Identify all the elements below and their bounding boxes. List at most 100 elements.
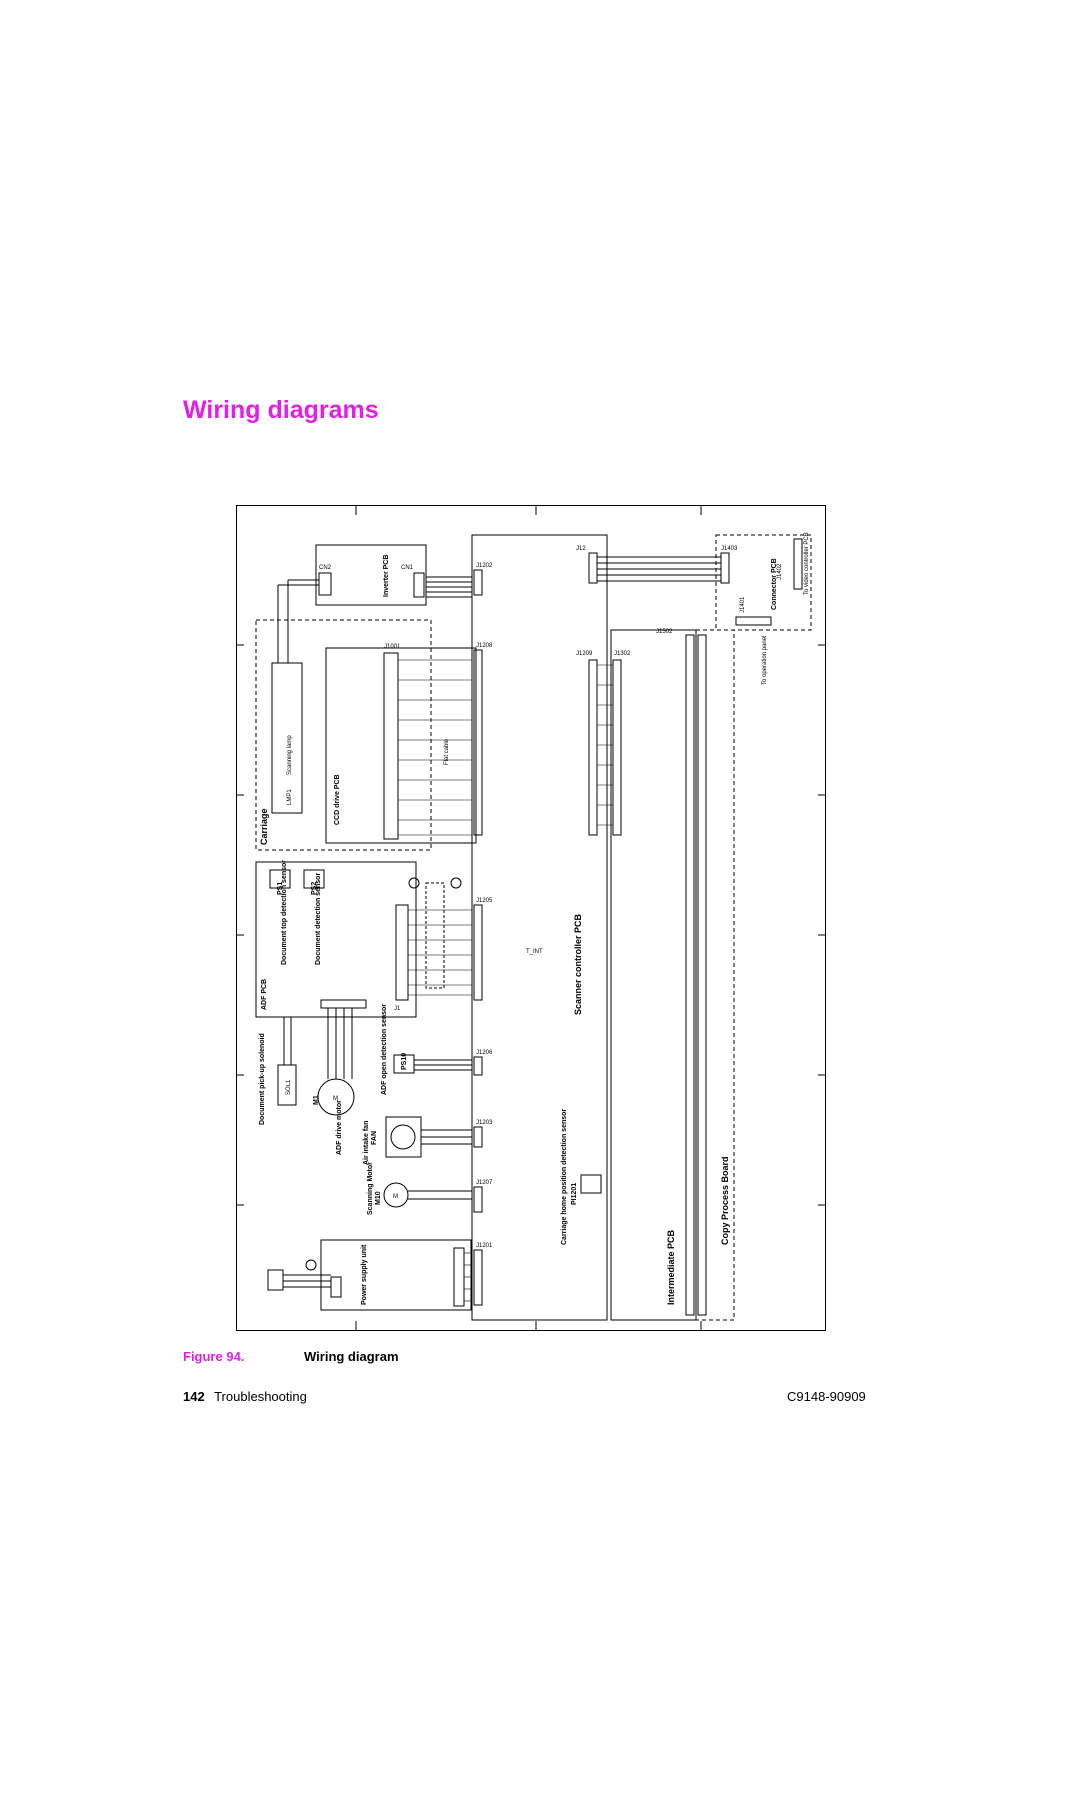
copy-board-connector (697, 634, 707, 1316)
j1201-label: J1201 (476, 1243, 493, 1249)
power-supply-box (320, 1239, 472, 1311)
j1208-label: J1208 (476, 643, 493, 649)
sol1-label: SOL1 (286, 1079, 292, 1095)
inverter-pcb-box (315, 544, 427, 606)
j1208-connector (473, 649, 483, 836)
scanning-lamp-box (271, 662, 303, 814)
ps1-sensor (269, 869, 291, 889)
j1209-label: J1209 (576, 651, 593, 657)
document-code: C9148-90909 (787, 1389, 866, 1404)
page-title: Wiring diagrams (183, 396, 379, 424)
m10-motor-letter: M (393, 1194, 398, 1200)
lmp1-label: LMP1 (287, 789, 293, 805)
cn1-connector (413, 572, 425, 598)
m1-motor-letter: M (333, 1096, 338, 1102)
intermediate-pcb-label: Intermediate PCB (666, 1229, 676, 1305)
carriage-label: Carriage (259, 808, 269, 845)
adf-pcb-label: ADF PCB (261, 979, 268, 1010)
figure-caption: Figure 94. Wiring diagram (183, 1349, 399, 1364)
j1001-label: J1001 (384, 644, 401, 650)
to-operation-panel-label: To operation panel (762, 636, 768, 685)
inlet-connector (267, 1269, 284, 1291)
power-supply-label: Power supply unit (361, 1244, 368, 1305)
intermediate-pcb-box (610, 629, 697, 1321)
j1-label: J1 (394, 1006, 401, 1012)
home-position-sensor-label: Carriage home position detection sensor (561, 1109, 568, 1245)
j1202-label: J1202 (476, 563, 493, 569)
j1205-connector (473, 904, 483, 1001)
wiring-diagram: D C B A 1 2 3 4 5 6 Inverter PCB CCD dri… (236, 505, 826, 1331)
carriage-area (255, 619, 432, 851)
document-top-sensor-label: Document top detection sensor (281, 860, 288, 965)
j12-label: J12 (576, 546, 586, 552)
copy-process-board-label: Copy Process Board (720, 1156, 730, 1245)
m10-motor (383, 1182, 409, 1208)
connector-pcb-box (715, 534, 812, 631)
j1403-connector (720, 552, 730, 584)
j1001-connector (383, 652, 399, 840)
j1207-label: J1207 (476, 1180, 493, 1186)
j1207-connector (473, 1186, 483, 1213)
j12-connector (588, 552, 598, 584)
j1-connector (395, 904, 409, 1001)
diagram-frame (236, 505, 826, 1331)
adf-drive-motor-label: ADF drive motor (336, 1100, 343, 1155)
j1302-label: J1302 (614, 651, 631, 657)
j1209-connector (588, 659, 598, 836)
ps2-label: PS2 (311, 882, 318, 895)
fan-label: FAN (371, 1131, 378, 1145)
j1402-connector (793, 538, 803, 590)
j1401-connector (735, 616, 772, 626)
page-number: 142 (183, 1389, 205, 1404)
j1206-connector (473, 1056, 483, 1076)
psu-out-connector (453, 1247, 465, 1307)
j1502-connector (685, 634, 695, 1316)
j1502-label: J1502 (656, 629, 673, 635)
j1203-connector (473, 1126, 483, 1148)
ccd-drive-pcb-label: CCD drive PCB (334, 774, 341, 825)
pi1201-label: PI1201 (571, 1183, 578, 1205)
page-footer-left: 142 Troubleshooting (183, 1389, 307, 1404)
j1201-connector (473, 1249, 483, 1306)
j1205-label: J1205 (476, 898, 493, 904)
inverter-pcb-label: Inverter PCB (383, 555, 390, 597)
to-video-controller-label: To video controller PCB (804, 532, 810, 595)
m10-label: M10 (375, 1191, 382, 1205)
j1402-label: J1402 (777, 563, 783, 580)
sol1-box (277, 1064, 297, 1106)
section-name: Troubleshooting (214, 1389, 307, 1404)
m1-label: M1 (313, 1095, 320, 1105)
figure-label: Figure 94. (183, 1349, 245, 1364)
t-int-label: T_INT (526, 949, 543, 955)
j1403-label: J1403 (721, 546, 738, 552)
adf-open-sensor-label: ADF open detection sensor (381, 1004, 388, 1095)
cn1-label: CN1 (401, 565, 414, 571)
ps10-label: PS10 (401, 1053, 408, 1070)
scanning-motor-label: Scanning Motor (367, 1162, 374, 1215)
j1401-label: J1401 (740, 596, 746, 613)
pi1201-sensor (580, 1174, 602, 1194)
cable-shield (425, 882, 445, 989)
air-intake-fan-label: Air intake fan (363, 1121, 370, 1165)
flat-cable-lines (398, 659, 472, 836)
j1206-label: J1206 (476, 1050, 493, 1056)
document-detection-sensor-label: Document detection sensor (315, 873, 322, 965)
j1203-label: J1203 (476, 1120, 493, 1126)
flat-cable-label: Flat cable (444, 738, 450, 765)
scanning-lamp-label: Scanning lamp (287, 735, 293, 775)
ps2-sensor (303, 869, 325, 889)
document-pickup-solenoid-label: Document pick-up solenoid (259, 1033, 266, 1125)
figure-caption-text: Wiring diagram (304, 1349, 399, 1364)
j1-bottom-connector (320, 999, 367, 1009)
connector-pcb-label: Connector PCB (771, 558, 778, 610)
scanner-controller-pcb-box (471, 534, 608, 1321)
j1302-connector (612, 659, 622, 836)
j1202-connector (473, 569, 483, 596)
cn2-label: CN2 (319, 565, 332, 571)
ps1-label: PS1 (277, 882, 284, 895)
ps10-sensor (393, 1054, 415, 1074)
cn2-connector (318, 572, 332, 596)
psu-in-connector (330, 1276, 342, 1298)
scanner-controller-label: Scanner controller PCB (573, 913, 583, 1015)
ccd-drive-pcb-box (325, 647, 477, 844)
